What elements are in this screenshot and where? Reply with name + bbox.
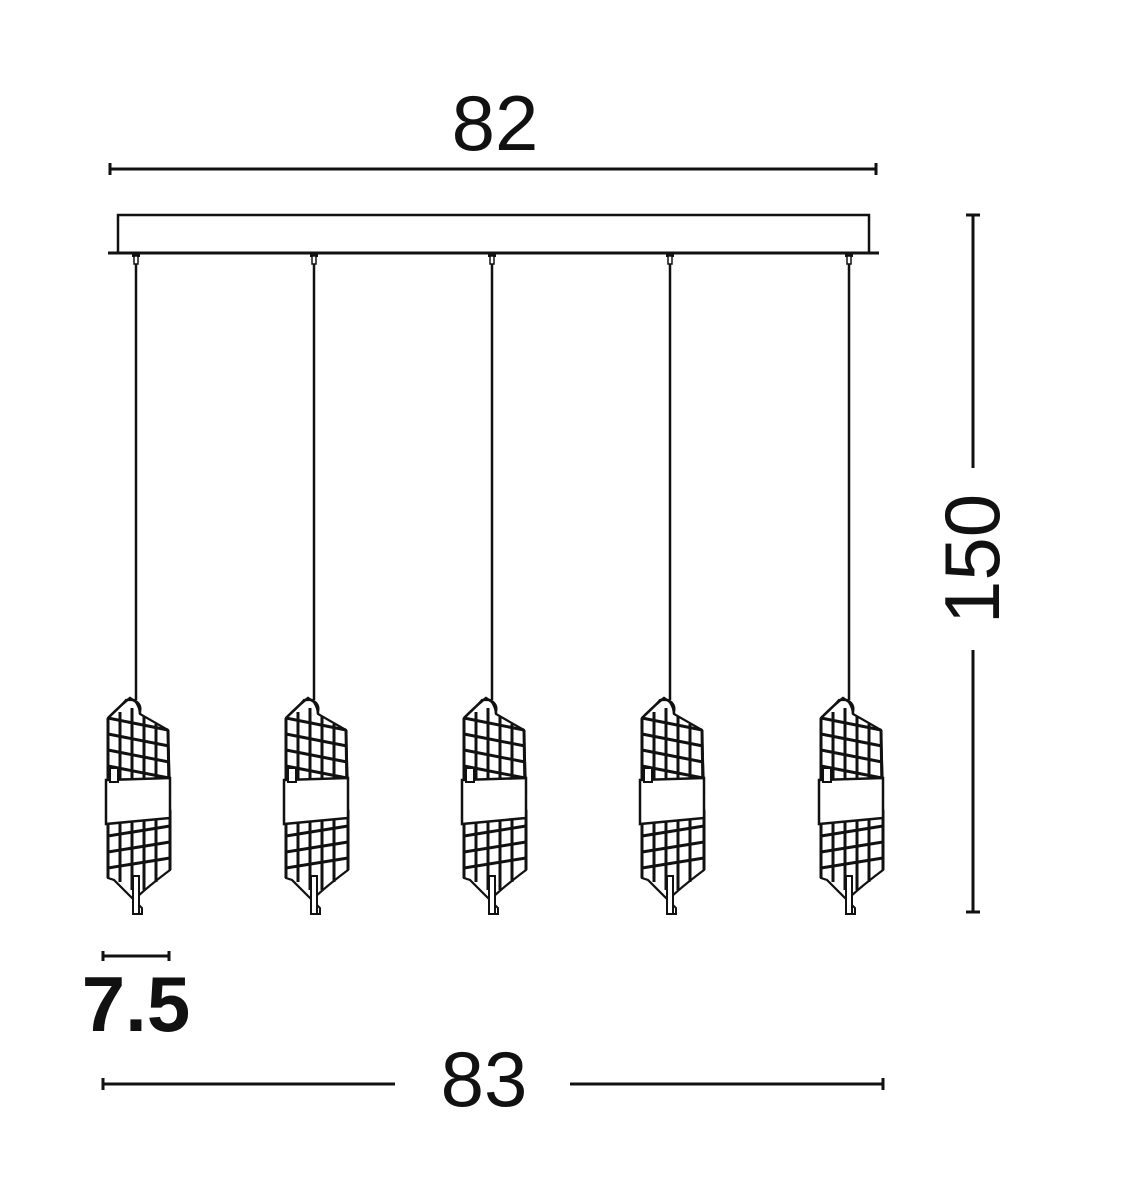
pendant-1 — [104, 253, 172, 916]
dimension-overall-height: 150 — [928, 213, 1016, 914]
dimension-label-83: 83 — [441, 1035, 528, 1123]
pendant-2 — [282, 253, 350, 916]
spiral-mesh-shade — [460, 696, 528, 916]
dimension-label-7-5: 7.5 — [82, 960, 190, 1048]
spiral-mesh-shade — [282, 696, 350, 916]
pendant-3 — [460, 253, 528, 916]
pendant-4 — [638, 253, 706, 916]
dimension-shade-diameter: 7.5 — [82, 951, 190, 1048]
spiral-mesh-shade — [104, 696, 172, 916]
spiral-mesh-shade — [817, 696, 885, 916]
pendant-5 — [817, 253, 885, 916]
dimension-label-150: 150 — [928, 494, 1016, 624]
dimension-label-82: 82 — [452, 79, 539, 167]
dimension-overall-width: 83 — [101, 1035, 885, 1123]
dimension-canopy-width: 82 — [108, 79, 878, 175]
spiral-mesh-shade — [638, 696, 706, 916]
ceiling-canopy — [108, 213, 879, 255]
